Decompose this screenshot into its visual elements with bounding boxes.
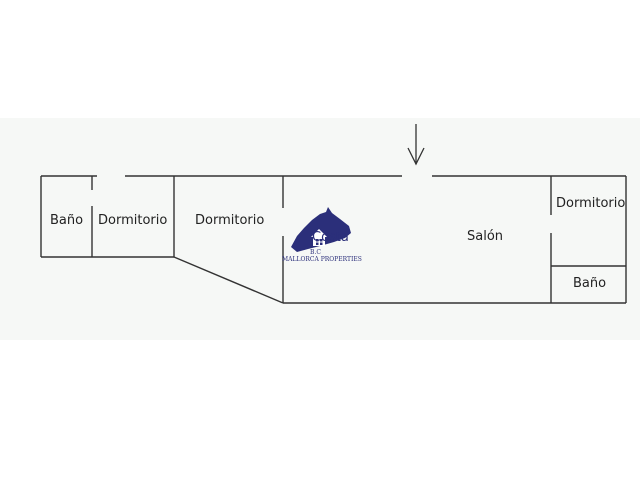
walls: [40, 175, 627, 304]
room-label-dormitorio-2: Dormitorio: [195, 213, 264, 228]
island-house-icon: [291, 207, 351, 252]
logo-line-company: MALLORCA PROPERTIES: [282, 256, 362, 263]
wall-diagonal: [173, 256, 284, 304]
logo-word: Costa: [312, 230, 349, 245]
room-label-bano-right: Baño: [573, 276, 606, 291]
room-label-salon: Salón: [467, 229, 503, 244]
down-arrow-icon: [407, 124, 425, 166]
logo-line-bc: B.C: [310, 249, 321, 256]
room-label-dormitorio-1: Dormitorio: [98, 213, 167, 228]
room-label-bano-left: Baño: [50, 213, 83, 228]
room-label-dormitorio-3: Dormitorio: [556, 196, 625, 211]
